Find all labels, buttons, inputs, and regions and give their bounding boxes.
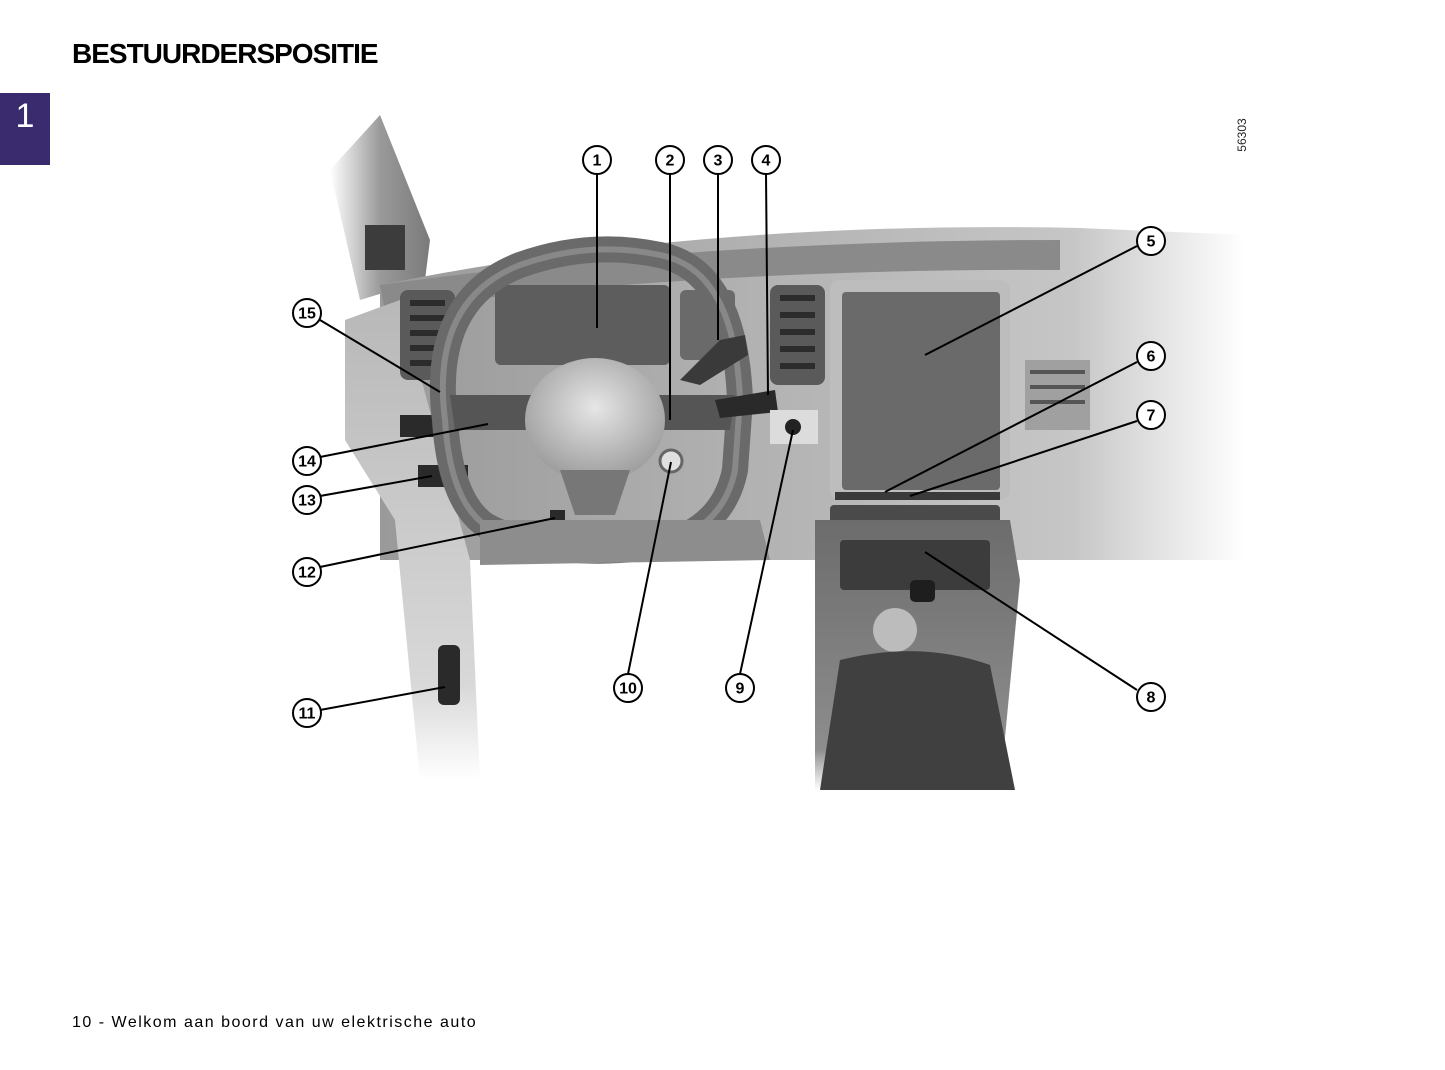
callout-2: 2 <box>655 145 685 175</box>
svg-text:15: 15 <box>298 306 316 323</box>
callout-10: 10 <box>613 673 643 703</box>
wiper-stalk <box>680 335 748 385</box>
callout-4: 4 <box>751 145 781 175</box>
start-button <box>658 448 684 474</box>
svg-text:10: 10 <box>619 681 637 698</box>
airbag-hub <box>525 358 665 482</box>
screen-shortcut-bar <box>835 492 1000 500</box>
callout-12: 12 <box>292 557 322 587</box>
callout-11: 11 <box>292 698 322 728</box>
instrument-cluster <box>495 285 670 365</box>
svg-text:1: 1 <box>593 153 602 170</box>
console-handle <box>910 580 935 602</box>
callout-5: 5 <box>1136 226 1166 256</box>
callout-9: 9 <box>725 673 755 703</box>
callout-13: 13 <box>292 485 322 515</box>
drive-mode-button <box>785 419 801 435</box>
callout-markers: 1 2 3 4 5 6 7 8 9 10 11 12 13 14 15 <box>292 145 1166 728</box>
svg-text:7: 7 <box>1147 408 1156 425</box>
callout-1: 1 <box>582 145 612 175</box>
wireless-charger <box>873 608 917 652</box>
callout-leaders <box>319 173 1138 711</box>
pillar-vent <box>365 225 405 270</box>
chapter-tab: 1 <box>0 93 50 165</box>
callout-8: 8 <box>1136 682 1166 712</box>
svg-text:11: 11 <box>299 706 316 723</box>
svg-text:13: 13 <box>298 493 316 510</box>
door-pocket <box>438 645 460 705</box>
a-pillar <box>330 115 430 300</box>
dashboard-upper-band <box>380 240 1060 310</box>
armrest <box>820 651 1015 790</box>
callout-7: 7 <box>1136 400 1166 430</box>
page-title: BESTUURDERSPOSITIE <box>72 38 379 69</box>
multimedia-screen <box>842 292 1000 490</box>
callout-14: 14 <box>292 446 322 476</box>
svg-text:3: 3 <box>714 153 723 170</box>
svg-text:12: 12 <box>298 565 316 582</box>
svg-text:4: 4 <box>762 153 771 170</box>
svg-text:5: 5 <box>1147 234 1156 251</box>
svg-text:14: 14 <box>298 454 316 471</box>
callout-15: 15 <box>292 298 322 328</box>
callout-3: 3 <box>703 145 733 175</box>
callout-6: 6 <box>1136 341 1166 371</box>
svg-text:6: 6 <box>1147 349 1156 366</box>
svg-text:2: 2 <box>666 153 675 170</box>
storage-compartment <box>840 540 990 590</box>
svg-text:9: 9 <box>736 681 745 698</box>
page-footer: 10 - Welkom aan boord van uw elektrische… <box>72 1014 478 1031</box>
gear-stalk <box>715 390 778 418</box>
svg-text:8: 8 <box>1147 690 1156 707</box>
